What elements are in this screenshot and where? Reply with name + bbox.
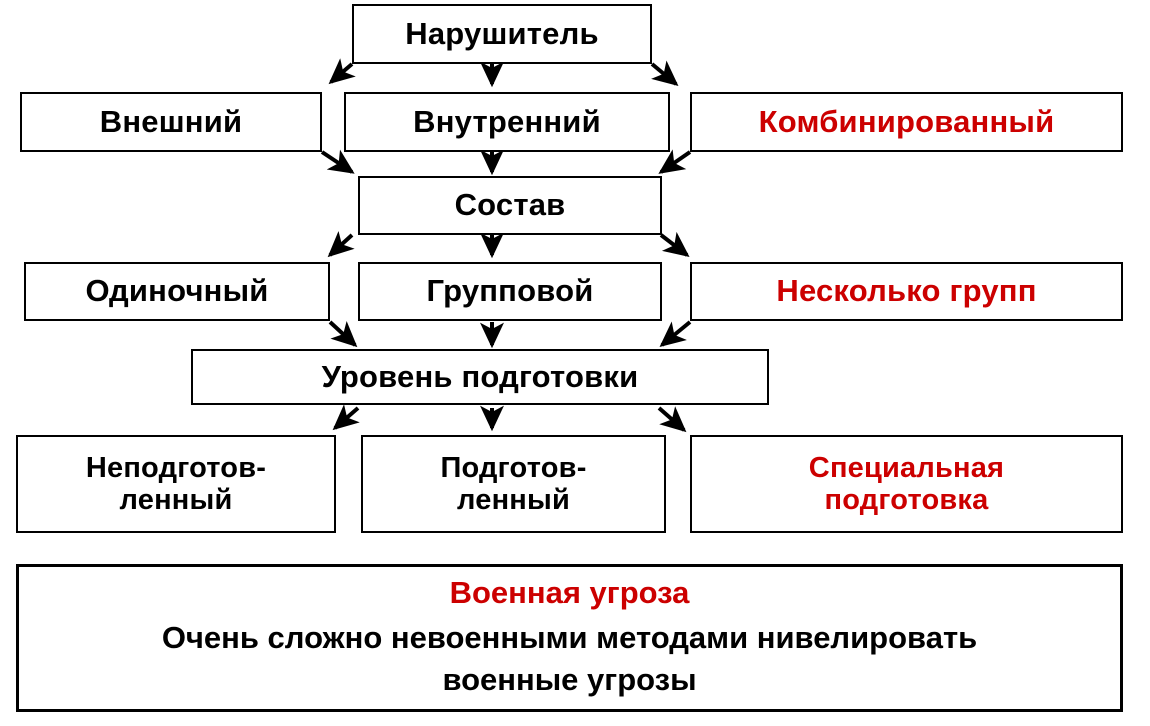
arrow-combined-to-composition: [658, 149, 692, 174]
summary-title: Военная угроза: [449, 575, 690, 611]
node-group[interactable]: Групповой: [358, 262, 662, 321]
node-violator[interactable]: Нарушитель: [352, 4, 652, 64]
arrow-violator-to-combined: [650, 60, 679, 87]
summary-body-line-2: военные угрозы: [442, 662, 697, 697]
node-internal[interactable]: Внутренний: [344, 92, 670, 152]
node-combined[interactable]: Комбинированный: [690, 92, 1123, 152]
node-training-header[interactable]: Уровень подготовки: [191, 349, 769, 405]
node-multiple-groups-label: Несколько групп: [776, 273, 1037, 309]
arrow-multi-group-to-training: [659, 320, 692, 348]
node-single[interactable]: Одиночный: [24, 262, 330, 321]
node-trained[interactable]: Подготов- ленный: [361, 435, 666, 533]
node-internal-label: Внутренний: [413, 103, 601, 139]
node-training-header-label: Уровень подготовки: [321, 358, 639, 394]
arrow-composition-to-single: [327, 231, 355, 258]
node-external-label: Внешний: [99, 103, 243, 139]
node-external[interactable]: Внешний: [20, 92, 322, 152]
node-multiple-groups[interactable]: Несколько групп: [690, 262, 1123, 321]
arrow-training-to-untrained: [332, 404, 360, 431]
arrow-violator-to-external: [328, 58, 356, 85]
summary-box[interactable]: Военная угроза Очень сложно невоенными м…: [16, 564, 1123, 712]
arrow-external-to-composition: [320, 149, 355, 174]
node-violator-label: Нарушитель: [405, 15, 599, 51]
node-composition-header[interactable]: Состав: [358, 176, 662, 235]
node-untrained[interactable]: Неподготов- ленный: [16, 435, 336, 533]
node-single-label: Одиночный: [85, 273, 269, 309]
arrow-training-to-special: [657, 406, 687, 433]
node-untrained-label: Неподготов- ленный: [85, 451, 267, 516]
node-trained-label: Подготов- ленный: [440, 451, 587, 516]
node-combined-label: Комбинированный: [758, 103, 1055, 139]
arrow-composition-to-multi-group: [659, 231, 690, 257]
arrow-single-to-training: [328, 320, 358, 348]
node-composition-header-label: Состав: [454, 187, 566, 223]
node-group-label: Групповой: [426, 273, 594, 309]
node-special-training[interactable]: Специальная подготовка: [690, 435, 1123, 533]
summary-body-line-1: Очень сложно невоенными методами нивелир…: [161, 620, 978, 656]
node-special-training-label: Специальная подготовка: [808, 451, 1005, 516]
